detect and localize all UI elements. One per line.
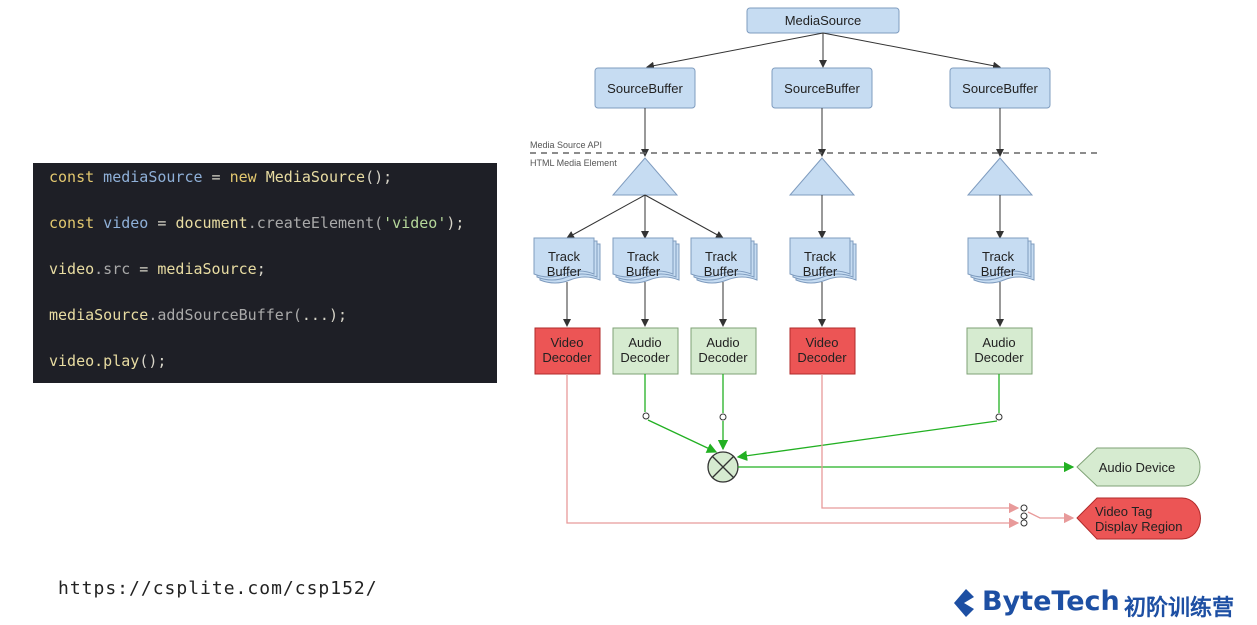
code-line-4: mediaSource.addSourceBuffer(...); [49,306,348,324]
sourcebuffer-node-1: SourceBuffer [594,67,696,109]
code-line-3: video.src = mediaSource; [49,260,266,278]
track-buffer-2: Track Buffer [612,237,680,284]
svg-text:Audio: Audio [628,335,661,350]
code-line-1: const mediaSource = new MediaSource(); [49,168,393,186]
svg-text:Audio Device: Audio Device [1099,460,1176,475]
video-line-2 [821,374,1020,514]
svg-text:Buffer: Buffer [547,264,582,279]
track-buffer-3: Track Buffer [690,237,758,284]
element-label: HTML Media Element [530,158,617,168]
sourcebuffer-node-2: SourceBuffer [771,67,873,109]
brand-subtitle: 初阶训练营 [1124,596,1235,621]
switch-node-1 [642,412,650,420]
video-decoder-1: Video Decoder [534,327,601,375]
demuxer-triangle-2 [788,157,856,196]
switch-node-6 [1020,519,1028,527]
svg-text:Decoder: Decoder [698,350,748,365]
svg-text:SourceBuffer: SourceBuffer [784,81,860,96]
switch-node-2 [719,413,727,421]
switch-node-5 [1020,512,1028,520]
audio-line-1b [647,419,718,453]
audio-device-node: Audio Device [1076,447,1201,487]
code-line-5: video.play(); [49,352,167,370]
video-decoder-2: Video Decoder [789,327,856,375]
svg-text:Decoder: Decoder [797,350,847,365]
brand-name: ByteTech [982,586,1120,617]
svg-text:Track: Track [705,249,738,264]
audio-decoder-1: Audio Decoder [612,327,679,375]
svg-text:Track: Track [982,249,1015,264]
code-line-2: const video = document.createElement('vi… [49,214,465,232]
mediasource-node: MediaSource [746,7,900,34]
svg-text:Buffer: Buffer [626,264,661,279]
demuxer-triangle-1 [611,157,679,196]
svg-text:Video: Video [805,335,838,350]
demuxer-triangle-3 [966,157,1034,196]
svg-text:Track: Track [548,249,581,264]
svg-text:Audio: Audio [706,335,739,350]
source-url[interactable]: https://csplite.com/csp152/ [58,578,378,599]
svg-text:Video: Video [550,335,583,350]
arrow-ms-sb1 [646,32,824,70]
svg-text:Buffer: Buffer [981,264,1016,279]
track-buffer-4: Track Buffer [789,237,857,284]
svg-text:SourceBuffer: SourceBuffer [607,81,683,96]
svg-text:Buffer: Buffer [704,264,739,279]
svg-text:Buffer: Buffer [803,264,838,279]
switch-to-video-tag [1027,511,1075,524]
svg-text:Video Tag: Video Tag [1095,504,1152,519]
audio-decoder-2: Audio Decoder [690,327,757,375]
svg-text:SourceBuffer: SourceBuffer [962,81,1038,96]
switch-node-3 [995,413,1003,421]
arrow-demux1-tb1 [566,194,646,239]
svg-text:Track: Track [804,249,837,264]
svg-text:Decoder: Decoder [620,350,670,365]
video-line-1 [566,374,1020,529]
bytetech-logo-icon [954,589,974,617]
svg-text:Audio: Audio [982,335,1015,350]
sourcebuffer-node-3: SourceBuffer [949,67,1051,109]
track-buffer-5: Track Buffer [967,237,1035,284]
audio-mixer-icon [707,451,739,483]
video-tag-node: Video Tag Display Region [1076,497,1201,540]
audio-line-3b [736,420,998,461]
arrow-ms-sb3 [822,32,1001,70]
svg-text:Display Region: Display Region [1095,519,1182,534]
api-label: Media Source API [530,140,602,150]
arrow-demux1-tb3 [644,194,724,239]
svg-text:Track: Track [627,249,660,264]
svg-text:MediaSource: MediaSource [785,13,862,28]
switch-node-4 [1020,504,1028,512]
audio-decoder-3: Audio Decoder [966,327,1033,375]
track-buffer-1: Track Buffer [533,237,601,284]
svg-text:Decoder: Decoder [542,350,592,365]
code-panel: const mediaSource = new MediaSource(); c… [33,163,497,383]
svg-text:Decoder: Decoder [974,350,1024,365]
